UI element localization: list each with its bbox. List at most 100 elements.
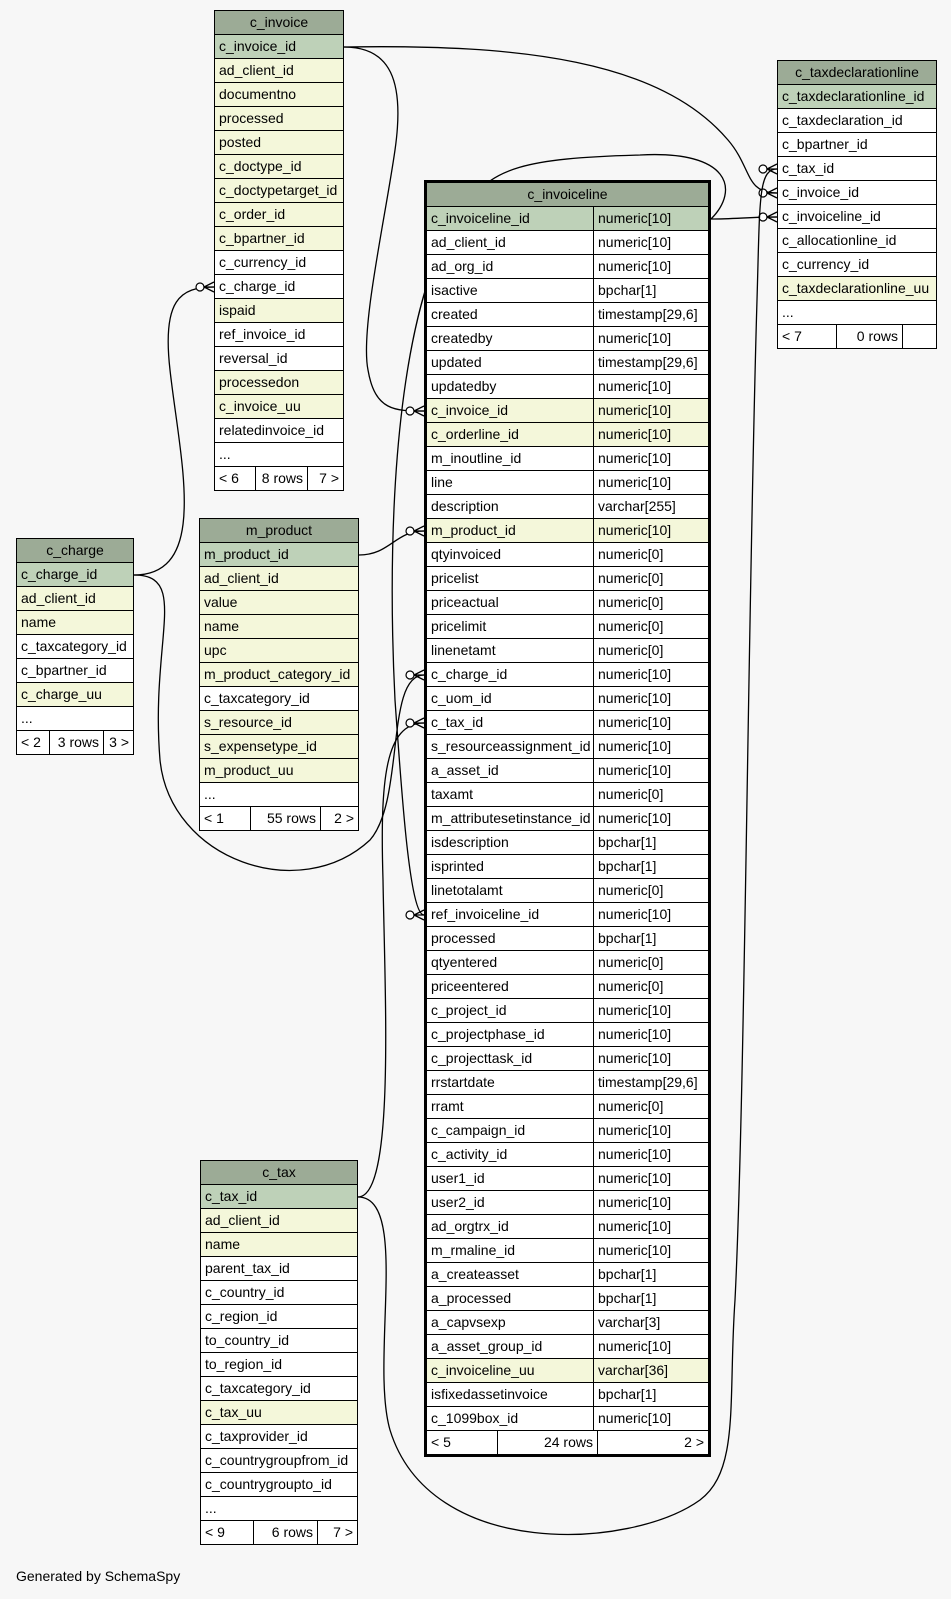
column-row-c_taxcategory_id[interactable]: c_taxcategory_id [201,1377,357,1401]
column-row-c_taxcategory_id[interactable]: c_taxcategory_id [17,635,133,659]
column-row-ad_client_id[interactable]: ad_client_id [215,59,343,83]
column-row-relatedinvoice_id[interactable]: relatedinvoice_id [215,419,343,443]
column-row-c_bpartner_id[interactable]: c_bpartner_id [215,227,343,251]
column-row-c_tax_uu[interactable]: c_tax_uu [201,1401,357,1425]
column-row-c_charge_id[interactable]: c_charge_id [215,275,343,299]
column-row-to_region_id[interactable]: to_region_id [201,1353,357,1377]
column-row-c_countrygroupfrom_id[interactable]: c_countrygroupfrom_id [201,1449,357,1473]
column-row-s_expensetype_id[interactable]: s_expensetype_id [200,735,358,759]
column-row-documentno[interactable]: documentno [215,83,343,107]
table-title[interactable]: c_charge [17,539,133,563]
column-row-ad_client_id[interactable]: ad_client_id [200,567,358,591]
column-row-parent_tax_id[interactable]: parent_tax_id [201,1257,357,1281]
column-row-c_charge_uu[interactable]: c_charge_uu [17,683,133,707]
column-row-name[interactable]: name [201,1233,357,1257]
column-row-c_bpartner_id[interactable]: c_bpartner_id [17,659,133,683]
column-row-name[interactable]: name [200,615,358,639]
column-row-c_bpartner_id[interactable]: c_bpartner_id [778,133,936,157]
column-row-c_taxdeclarationline_id[interactable]: c_taxdeclarationline_id [778,85,936,109]
column-row-to_country_id[interactable]: to_country_id [201,1329,357,1353]
column-row-c_order_id[interactable]: c_order_id [215,203,343,227]
column-row-c_taxprovider_id[interactable]: c_taxprovider_id [201,1425,357,1449]
children-count[interactable] [902,325,936,348]
column-row-m_product_category_id[interactable]: m_product_category_id [200,663,358,687]
children-count[interactable]: 3 > [103,731,133,754]
column-row-c_invoice_id[interactable]: c_invoice_id [215,35,343,59]
column-row-c_taxcategory_id[interactable]: c_taxcategory_id [200,687,358,711]
column-row-reversal_id[interactable]: reversal_id [215,347,343,371]
children-count[interactable]: 7 > [307,467,343,490]
column-row-c_currency_id[interactable]: c_currency_id [215,251,343,275]
parents-count[interactable]: < 1 [204,810,224,826]
column-row-c_invoice_uu[interactable]: c_invoice_uu [215,395,343,419]
parents-count[interactable]: < 2 [21,734,41,750]
column-row-ad_client_id[interactable]: ad_client_id [17,587,133,611]
column-row-c_countrygroupto_id[interactable]: c_countrygroupto_id [201,1473,357,1497]
column-row-c_region_id[interactable]: c_region_id [201,1305,357,1329]
column-row-c_tax_id[interactable]: c_tax_id [778,157,936,181]
column-row-processed[interactable]: processed [215,107,343,131]
column-row-c_doctype_id[interactable]: c_doctype_id [215,155,343,179]
column-row-c_country_id[interactable]: c_country_id [201,1281,357,1305]
column-row-c_allocationline_id[interactable]: c_allocationline_id [778,229,936,253]
children-count[interactable]: 2 > [320,807,358,830]
column-row-processedon[interactable]: processedon [215,371,343,395]
column-row-m_product_id[interactable]: m_product_id [200,543,358,567]
column-row-name[interactable]: name [17,611,133,635]
column-row-c_taxdeclarationline_uu[interactable]: c_taxdeclarationline_uu [778,277,936,301]
column-row-m_product_uu[interactable]: m_product_uu [200,759,358,783]
table-title[interactable]: c_invoice [215,11,343,35]
column-row-ad_client_id[interactable]: ad_client_id [201,1209,357,1233]
column-row-posted[interactable]: posted [215,131,343,155]
column-row-ref_invoice_id[interactable]: ref_invoice_id [215,323,343,347]
table-title[interactable]: c_tax [201,1161,357,1185]
column-row-c_doctypetarget_id[interactable]: c_doctypetarget_id [215,179,343,203]
table-title[interactable]: c_invoiceline [427,183,708,207]
column-row-c_taxdeclaration_id[interactable]: c_taxdeclaration_id [778,109,936,133]
column-row-ispaid[interactable]: ispaid [215,299,343,323]
